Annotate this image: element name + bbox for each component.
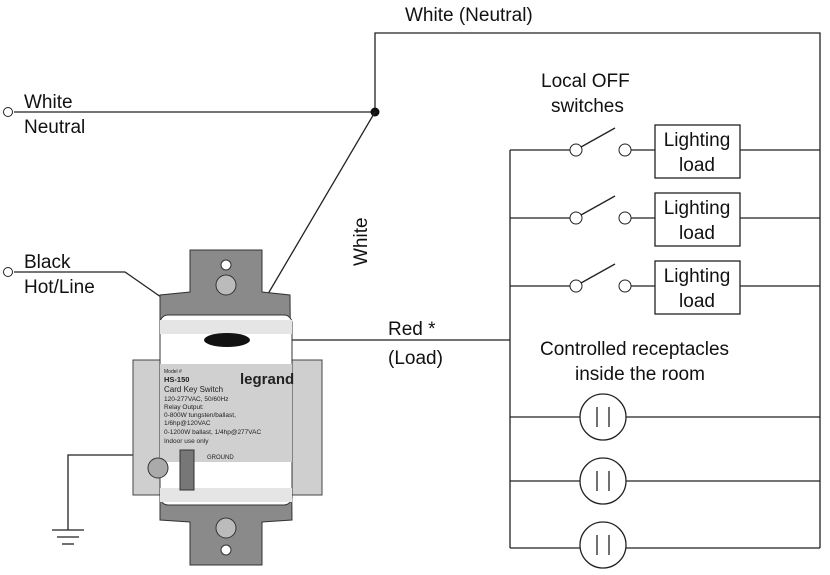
load-label: load [679, 223, 715, 244]
load-label: load [679, 291, 715, 312]
card-slot [204, 333, 250, 347]
switch-icon [569, 143, 583, 157]
legrand-logo: legrand [240, 371, 294, 388]
svg-text:HS-150: HS-150 [164, 375, 189, 384]
svg-text:1/6hp@120VAC: 1/6hp@120VAC [164, 420, 211, 427]
black-label: Black [24, 252, 71, 273]
receptacle-row [510, 521, 820, 569]
neutral-label: Neutral [24, 117, 85, 138]
receptacle-icon [579, 457, 627, 505]
switch-row: Lighting load [510, 192, 820, 247]
white-wire-label: White [351, 217, 372, 266]
neutral-terminal [3, 107, 13, 117]
receptacles-label: Controlled receptacles [540, 339, 729, 360]
load-label: Lighting [664, 130, 731, 151]
svg-text:Model #: Model # [164, 369, 182, 375]
red-label: Red * [388, 319, 436, 340]
receptacle-icon [579, 393, 627, 441]
screw-icon [215, 517, 237, 539]
wires [3, 32, 821, 548]
receptacle-row [510, 457, 820, 505]
inside-room-label: inside the room [575, 364, 705, 385]
ground-symbol-icon [52, 529, 84, 545]
hot-line-label: Hot/Line [24, 277, 95, 298]
load-label: (Load) [388, 348, 443, 369]
receptacle-row [510, 393, 820, 441]
receptacle-icon [579, 521, 627, 569]
load-label: Lighting [664, 266, 731, 287]
svg-text:120-277VAC, 50/60Hz: 120-277VAC, 50/60Hz [164, 396, 229, 403]
ground-screw-icon [179, 449, 195, 491]
svg-text:Card Key Switch: Card Key Switch [164, 385, 223, 394]
screw-icon [215, 274, 237, 296]
hot-terminal [3, 267, 13, 277]
svg-text:0-1200W ballast, 1/4hp@277VAC: 0-1200W ballast, 1/4hp@277VAC [164, 429, 261, 436]
svg-text:GROUND: GROUND [207, 455, 234, 461]
white-neutral-label: White (Neutral) [405, 5, 533, 26]
lighting-load-box [654, 260, 741, 315]
neutral-bus-wire [374, 32, 821, 548]
switch-row: Lighting load [510, 124, 820, 179]
lighting-load-box [654, 192, 741, 247]
switch-icon [569, 211, 583, 225]
load-label: Lighting [664, 198, 731, 219]
lighting-load-box [654, 124, 741, 179]
load-label: load [679, 155, 715, 176]
white-label: White [24, 92, 73, 113]
ground-wire [67, 454, 150, 530]
switch-icon [569, 279, 583, 293]
local-off-label: Local OFF [541, 71, 630, 92]
switches-label: switches [551, 96, 624, 117]
card-key-switch-device: Model # HS-150 legrand Card Key Switch 1… [132, 249, 323, 566]
svg-text:Relay Output:: Relay Output: [164, 404, 204, 411]
svg-text:Indoor use only: Indoor use only [164, 438, 209, 445]
switch-row: Lighting load [510, 260, 820, 315]
svg-text:0-800W tungsten/ballast,: 0-800W tungsten/ballast, [164, 412, 236, 419]
